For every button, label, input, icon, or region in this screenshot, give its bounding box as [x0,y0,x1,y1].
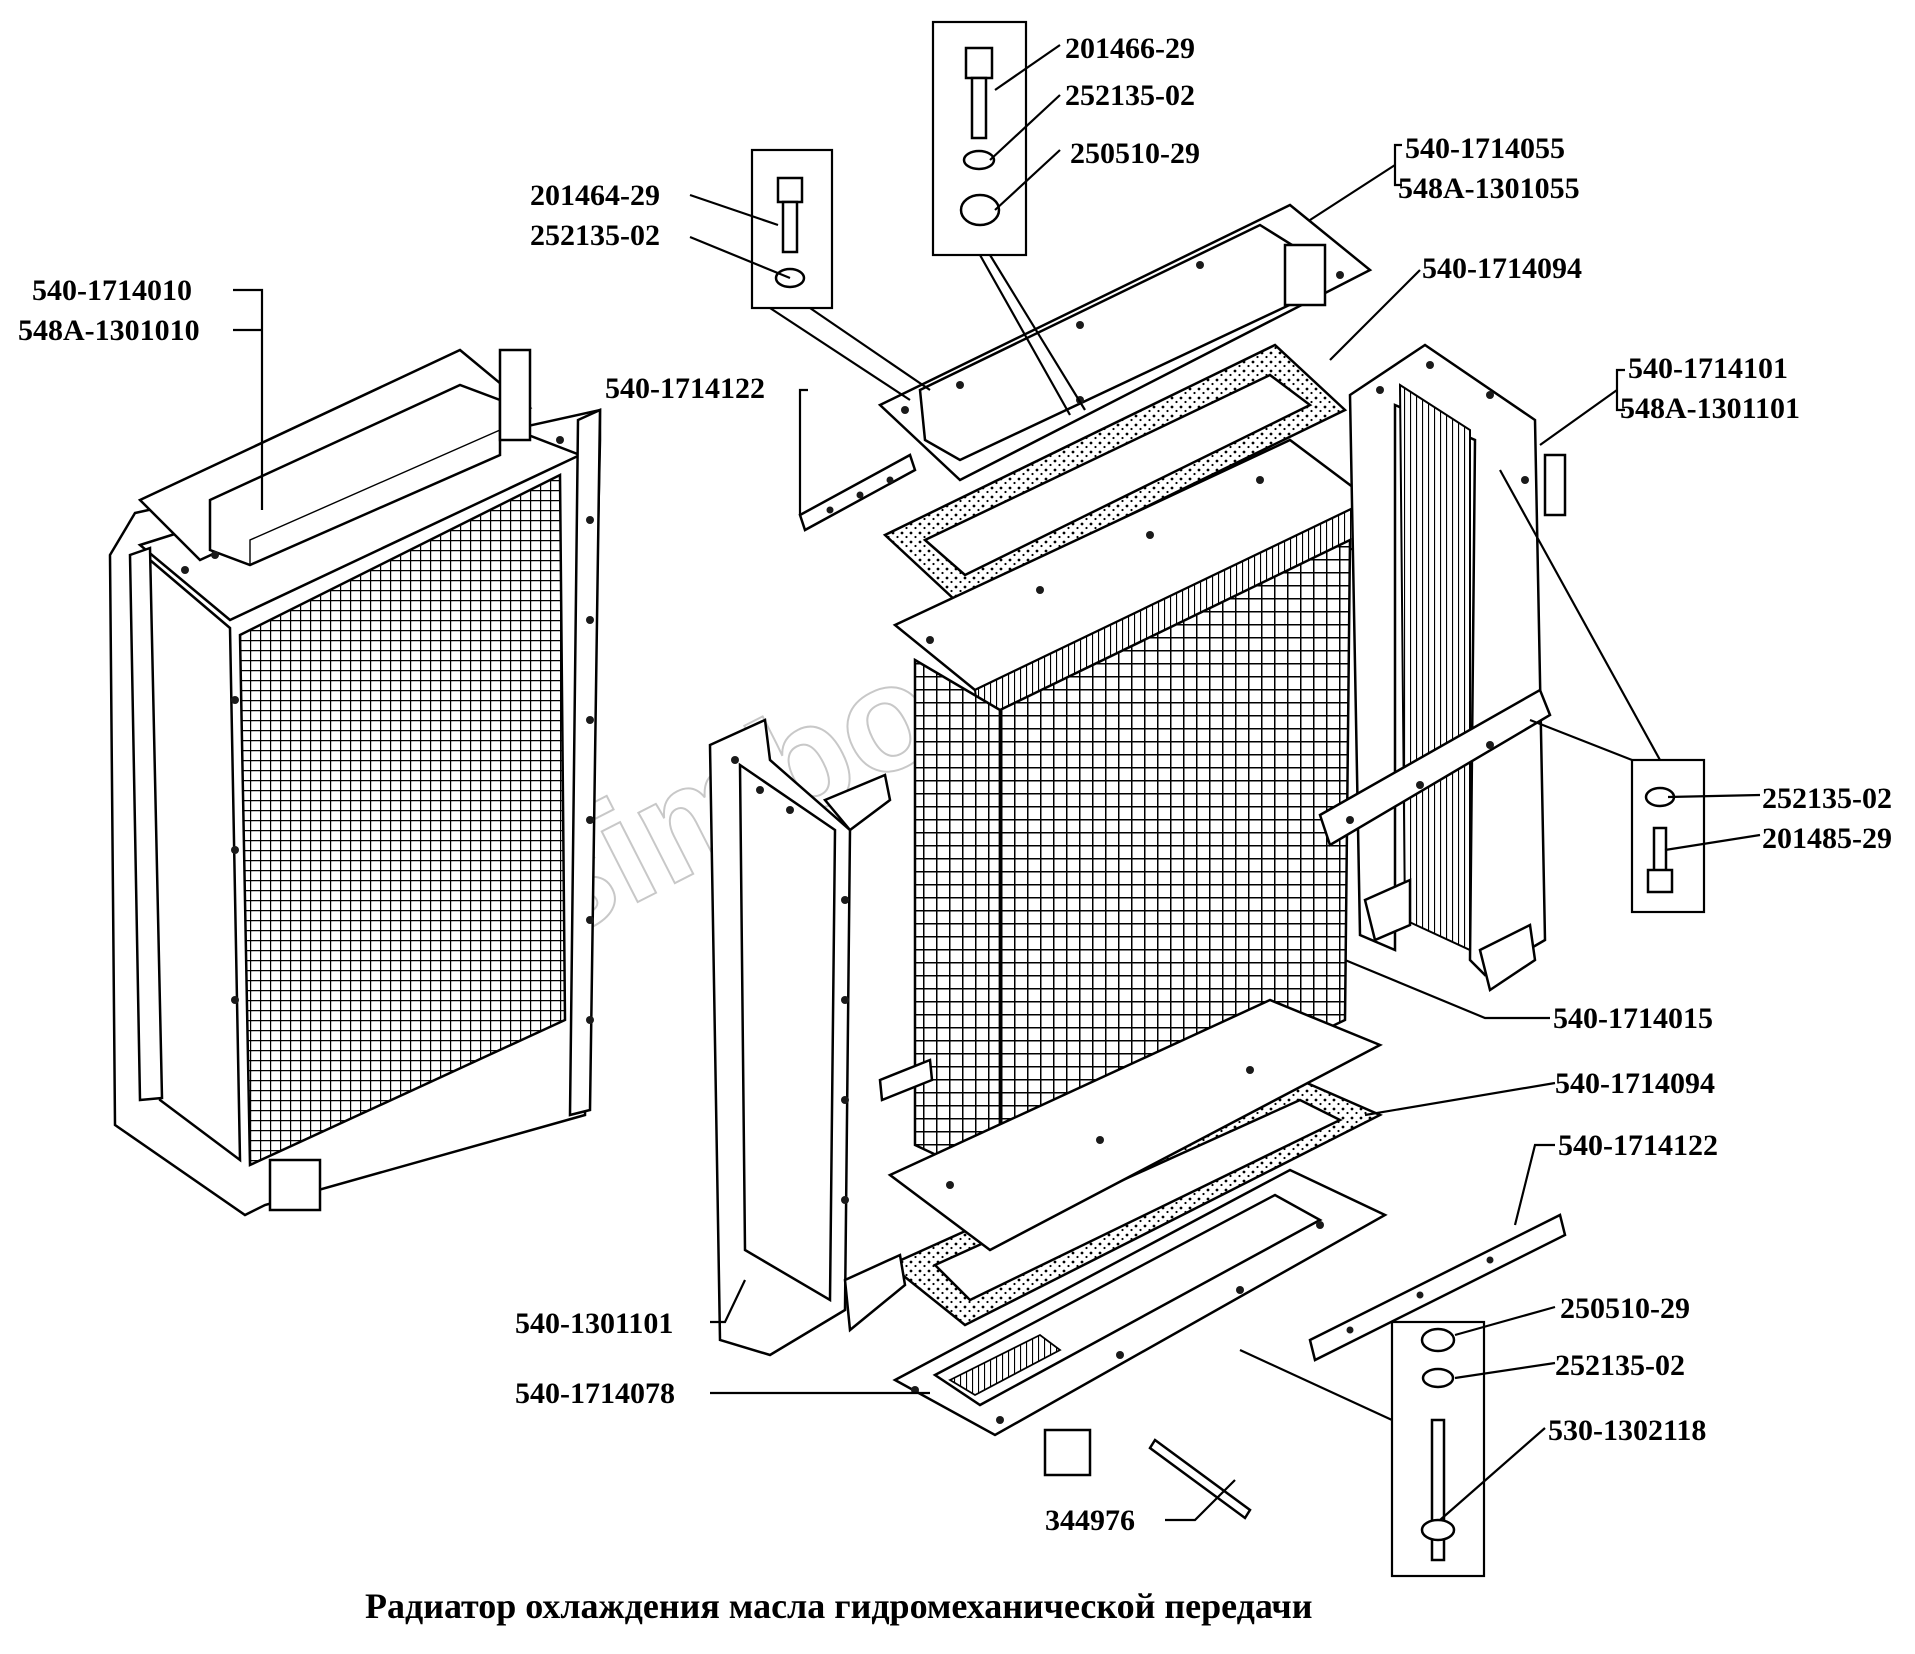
label-548A-1301010: 548А-1301010 [18,314,200,347]
top-tank [877,203,1373,482]
label-252135-02-b: 252135-02 [530,219,660,252]
label-540-1714101: 540-1714101 [1628,352,1788,385]
label-548A-1301101: 548А-1301101 [1620,392,1800,425]
fastener-box-top-left [750,148,931,401]
straps [798,453,1567,1362]
figure-caption: Радиатор охлаждения масла гидромеханичес… [365,1586,1312,1626]
label-344976: 344976 [1045,1504,1135,1537]
left-side-frame [708,718,907,1357]
fastener-box-top-center [931,20,1086,416]
lower-gasket [887,1078,1383,1327]
label-252135-02-c: 252135-02 [1762,782,1892,815]
label-540-1714094-b: 540-1714094 [1555,1067,1715,1100]
label-250510-29-a: 250510-29 [1070,137,1200,170]
label-201466-29: 201466-29 [1065,32,1195,65]
label-201464-29: 201464-29 [530,179,660,212]
fastener-box-right [1499,469,1706,914]
label-540-1714078: 540-1714078 [515,1377,675,1410]
label-540-1714122-a: 540-1714122 [605,372,765,405]
label-530-1302118: 530-1302118 [1548,1414,1706,1447]
label-548A-1301055: 548А-1301055 [1398,172,1580,205]
upper-gasket [882,343,1348,602]
label-250510-29-b: 250510-29 [1560,1292,1690,1325]
right-side-frame [1318,343,1567,993]
radiator-core [887,438,1383,1252]
part-labels: 201466-29 252135-02 250510-29 201464-29 … [18,32,1892,1537]
leader-lines [233,44,1761,1522]
assembled-radiator [108,348,602,1217]
pin [1148,1438,1252,1520]
label-252135-02-d: 252135-02 [1555,1349,1685,1382]
label-201485-29: 201485-29 [1762,822,1892,855]
label-252135-02-a: 252135-02 [1065,79,1195,112]
label-540-1301101: 540-1301101 [515,1307,673,1340]
label-540-1714055: 540-1714055 [1405,132,1565,165]
label-540-1714010: 540-1714010 [32,274,192,307]
label-540-1714094-a: 540-1714094 [1422,252,1582,285]
label-540-1714122-b: 540-1714122 [1558,1129,1718,1162]
bottom-tank [892,1168,1388,1477]
label-540-1714015: 540-1714015 [1553,1002,1713,1035]
fastener-box-bottom [1239,1320,1486,1578]
